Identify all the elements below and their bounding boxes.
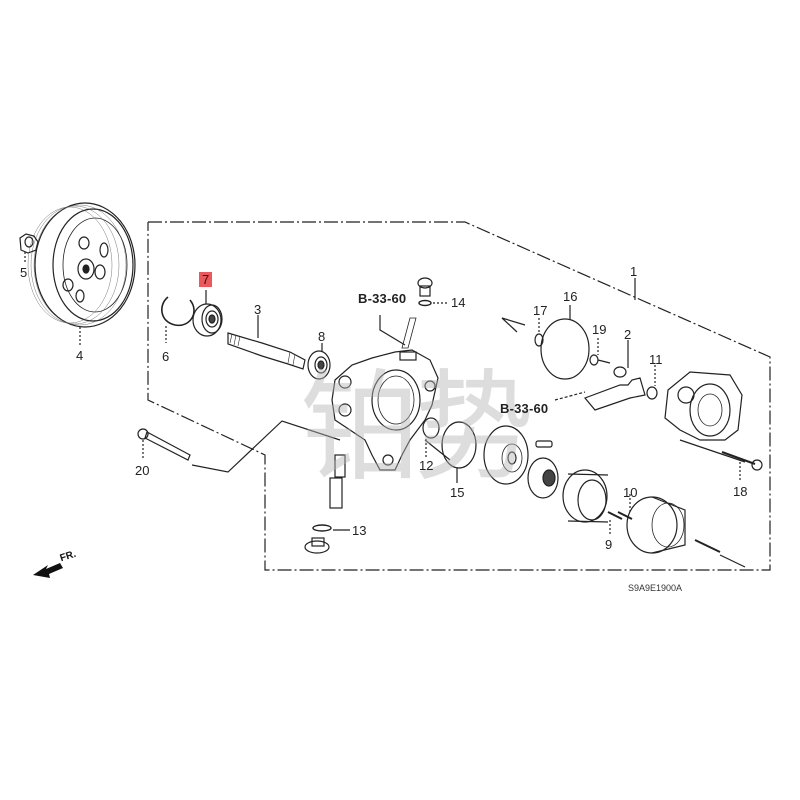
diagram-code: S9A9E1900A [628, 583, 683, 593]
bolt-part-20 [137, 428, 191, 461]
callout-14[interactable]: 14 [451, 295, 466, 310]
callout-5[interactable]: 5 [20, 265, 28, 280]
pulley-part-4 [27, 202, 136, 346]
callout-16[interactable]: 16 [563, 289, 578, 304]
shaft-part-3 [227, 315, 306, 370]
callout-1[interactable]: 1 [630, 264, 638, 279]
pump-front-housing [331, 349, 451, 471]
outlet-fitting-part-2 [583, 340, 646, 411]
side-plate [483, 425, 529, 485]
o-ring-part-11 [646, 365, 658, 400]
callout-20[interactable]: 20 [135, 463, 150, 478]
callout-6[interactable]: 6 [162, 349, 170, 364]
callout-10[interactable]: 10 [623, 485, 638, 500]
callout-13[interactable]: 13 [352, 523, 367, 538]
callout-9[interactable]: 9 [605, 537, 613, 552]
o-ring-part-17 [534, 318, 544, 347]
callout-18[interactable]: 18 [733, 484, 748, 499]
bearing-part-7 [192, 290, 223, 337]
callout-2[interactable]: 2 [624, 327, 632, 342]
front-direction-arrow [33, 563, 63, 578]
rear-housing-shell [626, 496, 746, 568]
control-valve-part-13 [304, 454, 350, 554]
reference-label-top[interactable]: B-33-60 [358, 291, 407, 306]
rear-housing [664, 371, 746, 463]
assembly-boundary [147, 221, 771, 571]
ref-arrow-right [554, 391, 586, 401]
bolt-part-18 [721, 451, 763, 480]
seal-part-8 [307, 343, 331, 380]
nut-part-5 [19, 233, 39, 262]
bolt-20-leader [191, 420, 341, 473]
callout-15[interactable]: 15 [450, 485, 465, 500]
callout-4[interactable]: 4 [76, 348, 84, 363]
callout-19[interactable]: 19 [592, 322, 607, 337]
pins-part-9-10 [607, 494, 633, 535]
rotor [527, 440, 559, 499]
cam-ring [562, 469, 609, 523]
callout-3[interactable]: 3 [254, 302, 262, 317]
o-ring-part-12 [422, 417, 440, 458]
o-ring-part-16 [540, 305, 590, 380]
reference-label-right[interactable]: B-33-60 [500, 401, 549, 416]
callout-8[interactable]: 8 [318, 329, 326, 344]
flow-valve-spring [379, 277, 448, 349]
callout-12[interactable]: 12 [419, 458, 434, 473]
bolt-part-19 [589, 338, 611, 366]
callout-11[interactable]: 11 [649, 352, 663, 367]
callout-17[interactable]: 17 [533, 303, 548, 318]
arrow-mark [501, 317, 526, 333]
callout-7-highlighted[interactable]: 7 [199, 272, 213, 287]
o-ring-part-15 [441, 421, 477, 483]
snap-ring-part-6 [161, 296, 195, 343]
